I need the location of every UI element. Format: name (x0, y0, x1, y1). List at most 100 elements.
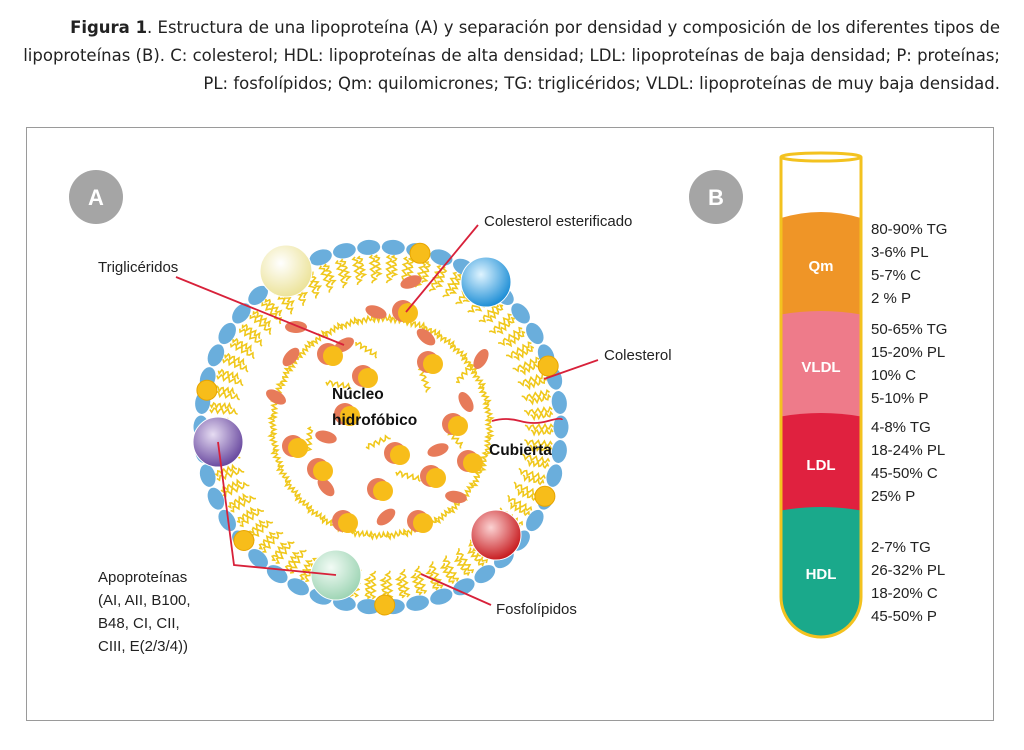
triglyceride-molecule (376, 508, 396, 526)
triglyceride-molecule (427, 443, 449, 457)
phospholipid-tail (434, 506, 452, 524)
phospholipid-tail (368, 254, 378, 284)
composition-hdl-3: 45-50% P (871, 608, 937, 625)
phospholipid-tail (324, 321, 343, 338)
phospholipid-tail (339, 258, 352, 282)
composition-ldl-3: 25% P (871, 488, 915, 505)
band-label-qm: Qm (808, 258, 833, 275)
phospholipid-tail (339, 316, 360, 331)
label-apoproteinas-3: B48, CI, CII, (98, 615, 180, 632)
phospholipid-tail (318, 265, 334, 293)
phospholipid-tail (505, 341, 532, 359)
phospholipid-head (381, 239, 405, 255)
phospholipid-tail (414, 565, 428, 594)
phospholipid-tail (227, 492, 249, 509)
phospholipid-tail (455, 548, 475, 574)
phospholipid-tail (484, 418, 495, 440)
phospholipid-tail (294, 494, 313, 510)
phospholipid-tail (334, 260, 348, 289)
cholesteryl-ester (340, 406, 360, 426)
phospholipid-tail (470, 370, 487, 389)
figure-caption: Figura 1. Estructura de una lipoproteína… (22, 14, 1000, 98)
label-apoproteinas-1: Apoproteínas (98, 569, 187, 586)
pointer-cubierta (491, 417, 563, 424)
phospholipid-tail (299, 559, 313, 580)
triglyceride-molecule (365, 305, 387, 319)
phospholipid-tail (455, 362, 476, 384)
phospholipid-tail (310, 330, 328, 348)
triglyceride-molecule (400, 275, 422, 289)
phospholipid-tail (307, 506, 326, 521)
badge-a (69, 170, 123, 224)
phospholipid-tail (385, 528, 407, 541)
phospholipid-tail (352, 529, 374, 539)
phospholipid-tail (305, 426, 314, 453)
phospholipid-tail (209, 401, 233, 410)
phospholipid-tail (513, 345, 535, 362)
phospholipid-tail (239, 508, 265, 528)
phospholipid-tail (365, 434, 391, 450)
phospholipid-head (333, 243, 356, 259)
phospholipid-tail (470, 467, 483, 487)
caption-text: . Estructura de una lipoproteína (A) y s… (23, 18, 1000, 93)
phospholipid-tail (496, 316, 516, 335)
phospholipid-tail (325, 379, 352, 390)
phospholipid-head (207, 487, 225, 510)
phospholipid-tail (209, 407, 238, 416)
phospholipid-tail (428, 561, 444, 589)
badge-b (689, 170, 743, 224)
cholesteryl-ester (373, 481, 393, 501)
label-hidrofobico: hidrofóbico (332, 412, 417, 429)
tube-band-vldl (781, 311, 861, 423)
phospholipid-head (207, 344, 225, 367)
phospholipid-tail (267, 414, 278, 436)
phospholipid-tail (529, 444, 553, 453)
triglyceride-molecule (458, 392, 474, 412)
phospholipid-tail (356, 255, 368, 279)
phospholipid-tail (518, 467, 546, 481)
cholesteryl-ester (313, 461, 333, 481)
phospholipid-tail (217, 368, 240, 380)
phospholipid-head (357, 239, 381, 255)
phospholipid-tail (275, 541, 295, 564)
phospholipid-tail (298, 340, 314, 359)
badge-b-label: B (708, 185, 724, 210)
phospholipid-tail (513, 481, 540, 496)
figure-frame (26, 127, 994, 721)
tube-outline (779, 157, 863, 639)
triglyceride-molecule (445, 490, 467, 504)
phospholipid-tail (384, 570, 394, 600)
cholesteryl-ester (463, 453, 483, 473)
phospholipid-tail (524, 438, 553, 447)
phospholipid-head (218, 322, 236, 345)
phospholipid-head (546, 464, 563, 487)
triglyceride-molecule (416, 328, 436, 346)
phospholipid-tail (439, 563, 456, 585)
phospholipid-tail (222, 358, 249, 373)
phospholipid-tail (460, 356, 478, 374)
phospholipid-tail (239, 328, 263, 347)
cholesteryl-ester (288, 438, 308, 458)
phospholipid-head (406, 595, 429, 611)
tube-bands (781, 212, 861, 637)
composition-vldl-0: 50-65% TG (871, 321, 947, 338)
phospholipid-tail (483, 434, 493, 456)
triglyceride-molecule (317, 477, 335, 497)
phospholipid-head (266, 565, 288, 584)
cholesteryl-ester (426, 468, 446, 488)
phospholipid-tail (270, 448, 285, 469)
phospholipid-tail (436, 333, 455, 348)
pointer-colesterol-esterificado (405, 224, 479, 313)
phospholipid-head (553, 415, 569, 439)
caption-label: Figura 1 (70, 18, 148, 37)
phospholipid-tail (284, 480, 302, 498)
cholesteryl-ester (390, 445, 410, 465)
phospholipid-head (232, 303, 251, 324)
tube-band-qm (781, 212, 861, 321)
phospholipid-tail (230, 495, 257, 513)
phospholipid-tail (488, 313, 512, 334)
phospholipid-tail (212, 385, 236, 395)
cholesterol-molecule (409, 242, 431, 264)
phospholipid-tail (264, 298, 283, 317)
